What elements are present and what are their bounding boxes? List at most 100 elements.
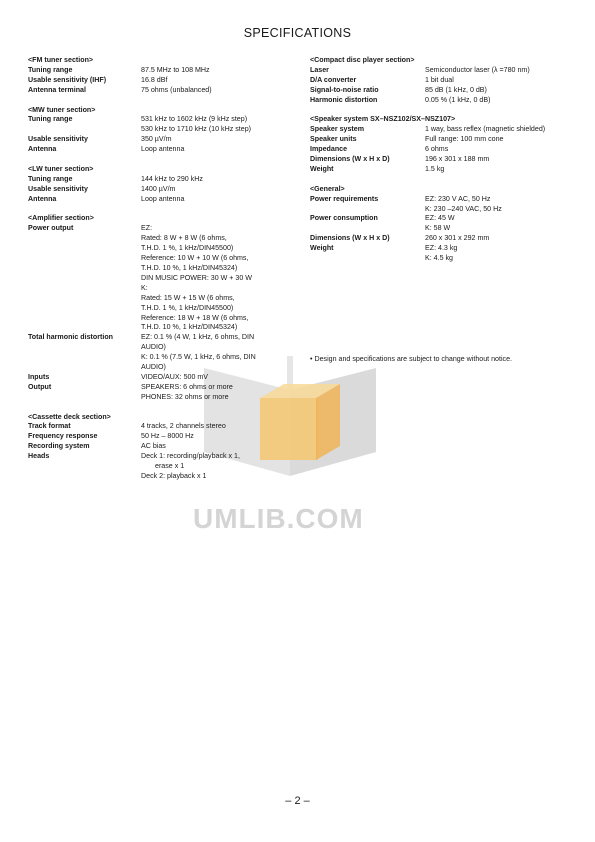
page-number: – 2 – xyxy=(285,795,310,807)
spec-row: D/A converter 1 bit dual xyxy=(310,76,580,86)
spec-value: 1 bit dual xyxy=(425,75,454,84)
spec-value: K: 58 W xyxy=(425,224,451,233)
spec-label: Harmonic distortion xyxy=(310,95,378,104)
spec-section-mw-tuner-section: <MW tuner section>Tuning range 531 kHz to… xyxy=(28,106,296,156)
spec-label: Power output xyxy=(28,224,74,233)
spec-value: 75 ohms (unbalanced) xyxy=(141,85,212,94)
spec-row: Impedance 6 ohms xyxy=(310,145,580,155)
spec-label: D/A converter xyxy=(310,75,357,84)
spec-value: 0.05 % (1 kHz, 0 dB) xyxy=(425,95,491,104)
spec-row: Dimensions (W x H x D) 196 x 301 x 188 mm xyxy=(310,155,580,165)
section-header: <Amplifier section> xyxy=(28,214,94,223)
spec-value: erase x 1 xyxy=(155,462,185,471)
spec-label: Impedance xyxy=(310,145,348,154)
spec-value: 144 kHz to 290 kHz xyxy=(141,174,203,183)
watermark-text: UMLIB.COM xyxy=(193,503,364,534)
spec-values: 196 x 301 x 188 mm xyxy=(425,155,580,165)
spec-section-speaker-system-sx-nsz102-sx-nsz107: <Speaker system SX–NSZ102/SX–NSZ107>Spea… xyxy=(310,115,580,174)
spec-values: 75 ohms (unbalanced) xyxy=(141,86,296,96)
spec-value: EZ: 4.3 kg xyxy=(425,244,458,253)
spec-value: 530 kHz to 1710 kHz (10 kHz step) xyxy=(141,125,252,134)
spec-value: EZ: xyxy=(141,224,153,233)
section-header: <General> xyxy=(310,184,345,193)
spec-values: AC bias xyxy=(141,442,296,452)
spec-values: 1.5 kg xyxy=(425,165,580,175)
spec-value: Full range: 100 mm cone xyxy=(425,135,504,144)
section-header: <Compact disc player section> xyxy=(310,56,415,64)
spec-label: Heads xyxy=(28,452,50,461)
spec-value: PHONES: 32 ohms or more xyxy=(141,392,229,401)
spec-section-general: <General>Power requirements EZ: 230 V AC,… xyxy=(310,185,580,264)
spec-value: EZ: 0.1 % (4 W, 1 kHz, 6 ohms, DIN xyxy=(141,333,255,342)
spec-value: SPEAKERS: 6 ohms or more xyxy=(141,382,233,391)
page-title: SPECIFICATIONS xyxy=(243,26,352,40)
spec-label: Usable sensitivity xyxy=(28,184,88,193)
spec-values: 6 ohms xyxy=(425,145,580,155)
spec-value: K: 0.1 % (7.5 W, 1 kHz, 6 ohms, DIN xyxy=(141,353,256,362)
spec-label: Inputs xyxy=(28,372,50,381)
spec-label: Dimensions (W x H x D) xyxy=(310,155,390,164)
spec-value: Deck 2: playback x 1 xyxy=(141,472,207,480)
spec-label: Weight xyxy=(310,164,334,173)
spec-row: Total harmonic distortion EZ: 0.1 % (4 W,… xyxy=(28,333,296,373)
spec-label: Tuning range xyxy=(28,115,73,124)
spec-row: Power output EZ:Rated: 8 W + 8 W (6 ohms,… xyxy=(28,224,296,333)
spec-value: 1.5 kg xyxy=(425,164,445,173)
spec-value: 6 ohms xyxy=(425,145,449,154)
spec-row: Usable sensitivity (IHF)16.8 dBf xyxy=(28,76,296,86)
spec-label: Power requirements xyxy=(310,194,379,203)
spec-label: Total harmonic distortion xyxy=(28,333,113,342)
section-header: <MW tuner section> xyxy=(28,105,96,114)
spec-value: DIN MUSIC POWER: 30 W + 30 W xyxy=(141,273,252,282)
spec-value: AC bias xyxy=(141,442,166,451)
spec-value: AUDIO) xyxy=(141,363,166,372)
section-header: <Cassette deck section> xyxy=(28,412,111,421)
spec-label: Usable sensitivity (IHF) xyxy=(28,75,107,84)
spec-row: Tuning range 531 kHz to 1602 kHz (9 kHz s… xyxy=(28,115,296,135)
spec-value: T.H.D. 10 %, 1 kHz/DIN45324) xyxy=(141,323,238,332)
watermark-logo-icon xyxy=(204,356,376,476)
spec-value: 87.5 MHz to 108 MHz xyxy=(141,65,210,74)
spec-values: 531 kHz to 1602 kHz (9 kHz step)530 kHz … xyxy=(141,115,296,135)
spec-values: 85 dB (1 kHz, 0 dB) xyxy=(425,86,580,96)
spec-value: K: 4.5 kg xyxy=(425,254,453,263)
spec-label: Tuning range xyxy=(28,174,73,183)
spec-value: EZ: 230 V AC, 50 Hz xyxy=(425,194,491,203)
spec-label: Weight xyxy=(310,244,334,253)
spec-value: Semiconductor laser (λ =780 nm) xyxy=(425,65,530,74)
spec-values: 260 x 301 x 292 mm xyxy=(425,234,580,244)
spec-values: 50 Hz – 8000 Hz xyxy=(141,432,296,442)
spec-value: Rated: 15 W + 15 W (6 ohms, xyxy=(141,293,235,302)
change-notice: • Design and specifications are subject … xyxy=(310,355,513,363)
spec-value: T.H.D. 1 %, 1 kHz/DIN45500) xyxy=(141,303,234,312)
spec-value: Loop antenna xyxy=(141,145,185,154)
spec-row: Harmonic distortion 0.05 % (1 kHz, 0 dB) xyxy=(310,96,580,106)
spec-values: 87.5 MHz to 108 MHz xyxy=(141,66,296,76)
spec-values: 0.05 % (1 kHz, 0 dB) xyxy=(425,96,580,106)
spec-values: Semiconductor laser (λ =780 nm) xyxy=(425,66,580,76)
spec-values: Full range: 100 mm cone xyxy=(425,135,580,145)
spec-value: 260 x 301 x 292 mm xyxy=(425,234,490,243)
spec-label: Antenna terminal xyxy=(28,85,86,94)
spec-label: Antenna xyxy=(28,194,57,203)
spec-value: AUDIO) xyxy=(141,343,166,352)
spec-value: T.H.D. 1 %, 1 kHz/DIN45500) xyxy=(141,244,234,253)
spec-row: Antenna terminal 75 ohms (unbalanced) xyxy=(28,86,296,96)
spec-value: Rated: 8 W + 8 W (6 ohms, xyxy=(141,234,227,243)
